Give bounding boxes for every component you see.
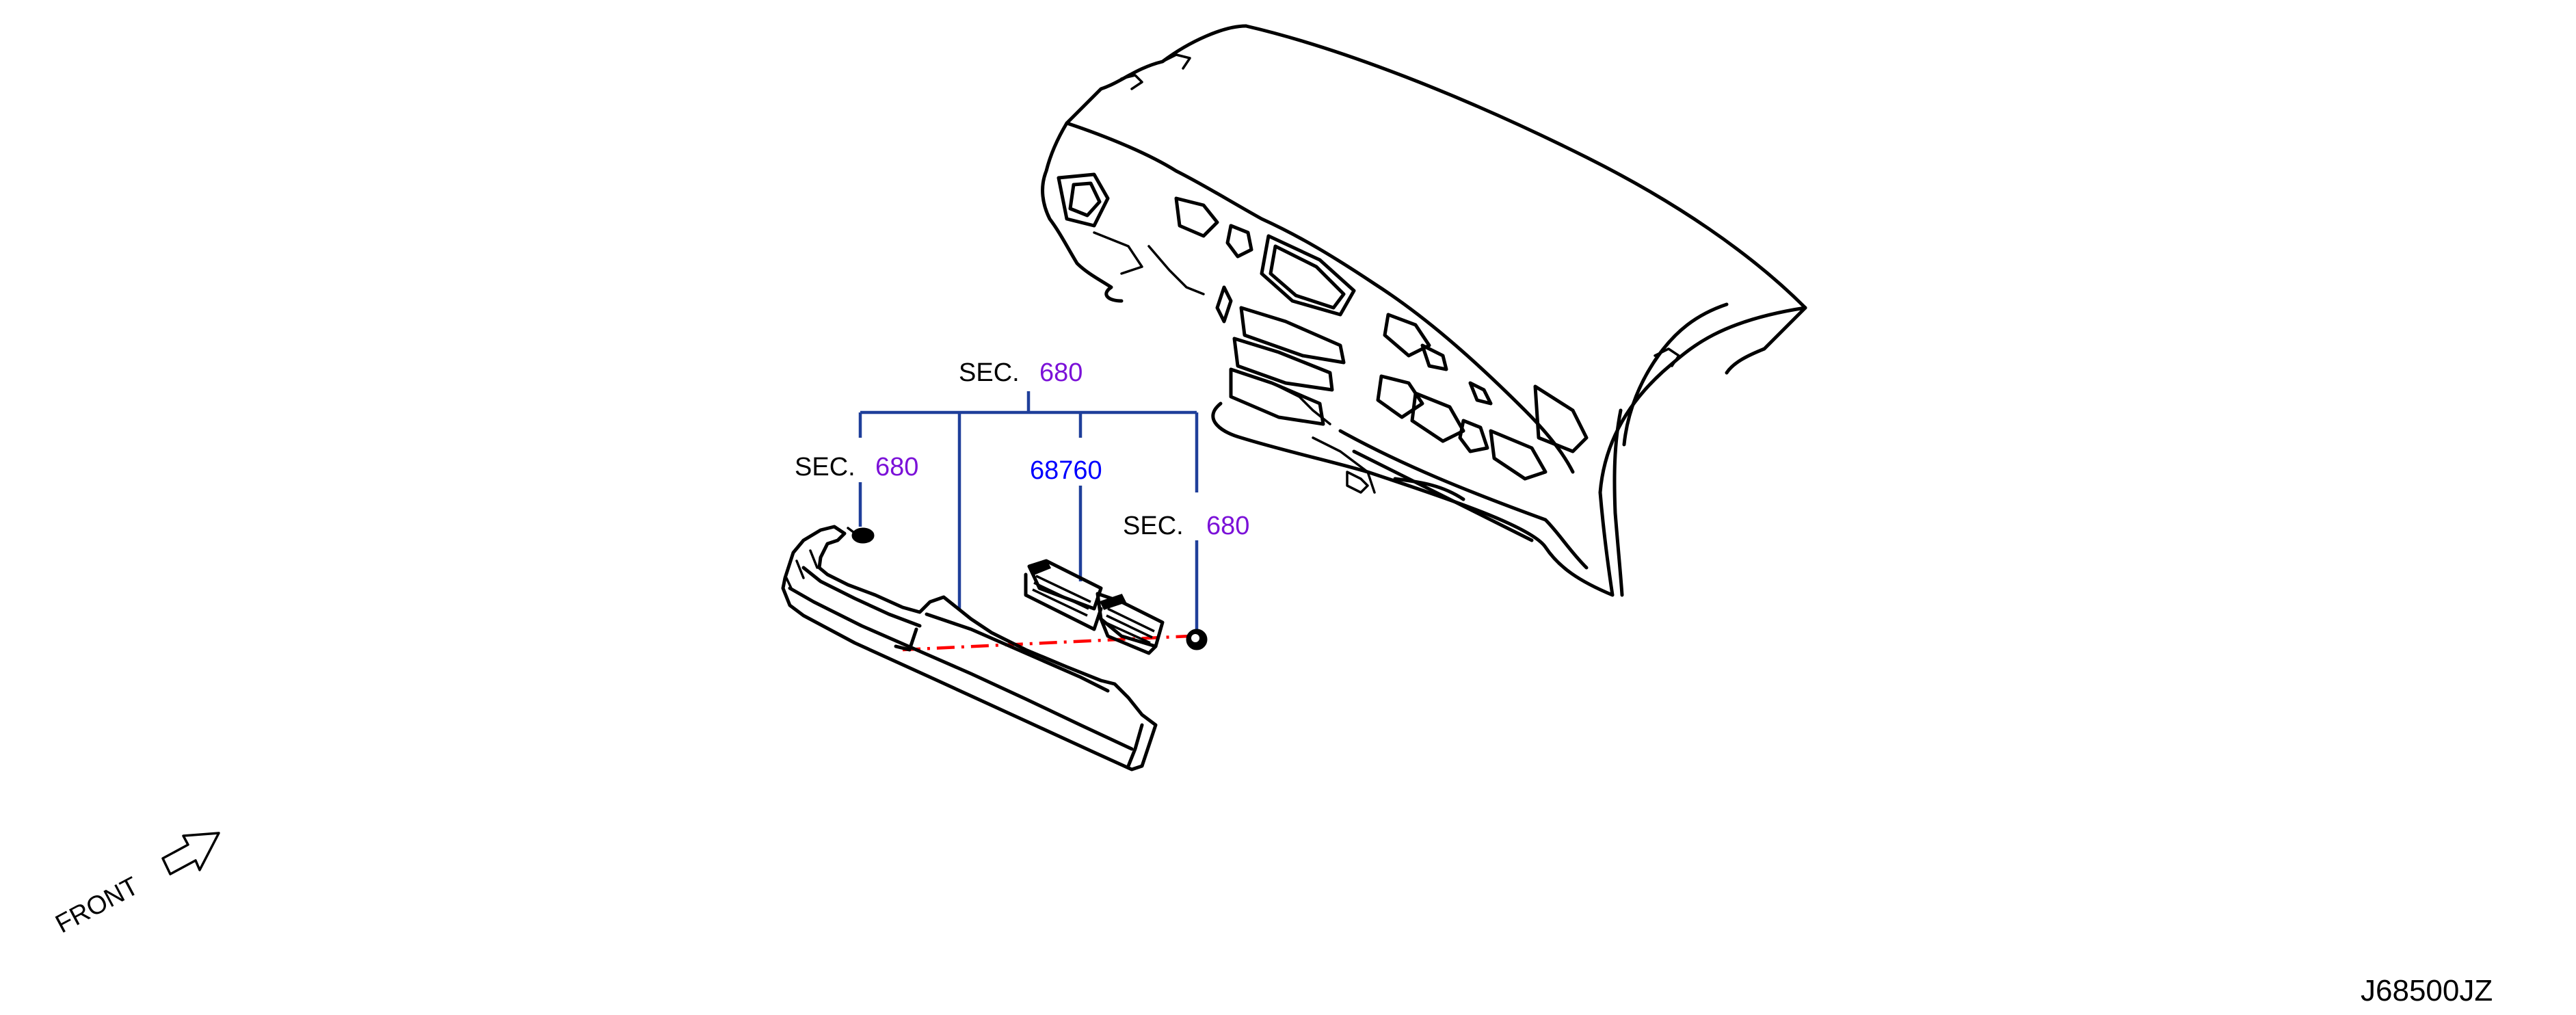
top-sec-label: SEC. <box>959 358 1020 387</box>
right-sec-number: 680 <box>1206 512 1249 540</box>
part-number-label: 68760 <box>1030 456 1102 485</box>
vent-assembly-68760 <box>1024 559 1165 655</box>
front-indicator: FRONT <box>51 832 220 939</box>
lower-cover-panel-drawing <box>781 525 1158 772</box>
front-label: FRONT <box>51 871 144 939</box>
front-arrow-icon <box>161 832 220 875</box>
callout-leader-lines <box>858 391 1199 633</box>
drawing-code: J68500JZ <box>2361 974 2493 1007</box>
top-sec-number: 680 <box>1039 358 1083 387</box>
clip-left <box>847 527 875 544</box>
clip-right <box>1186 629 1208 650</box>
left-sec-label: SEC. <box>795 453 855 482</box>
right-sec-label: SEC. <box>1123 512 1184 540</box>
left-sec-number: 680 <box>875 453 918 482</box>
instrument-panel-drawing <box>1041 24 1807 597</box>
